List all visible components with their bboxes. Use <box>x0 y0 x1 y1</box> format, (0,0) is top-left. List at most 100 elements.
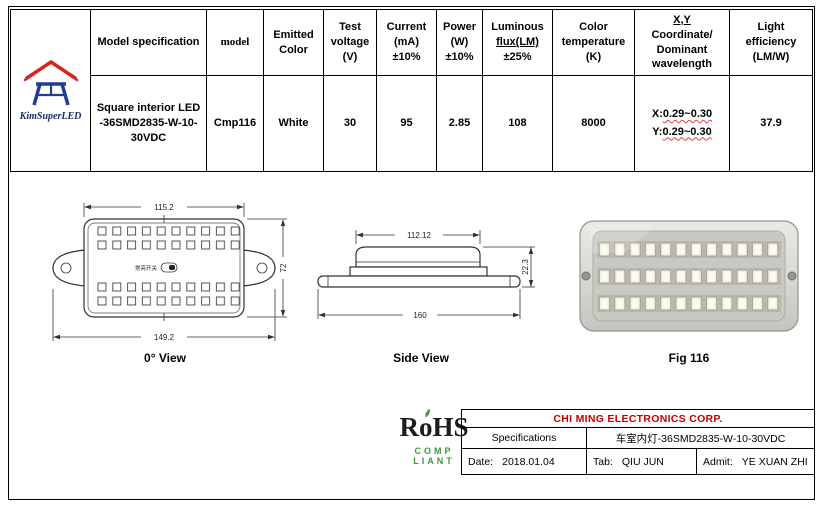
header-xy-line2: Coordinate/ <box>651 28 713 41</box>
header-current-label: Current (mA) ±10% <box>386 21 427 63</box>
brand-name: KimSuperLED <box>19 110 82 122</box>
company-row: CHI MING ELECTRONICS CORP. <box>461 409 815 428</box>
power-value: 2.85 <box>448 117 471 130</box>
luminous-flux-value: 108 <box>508 117 527 130</box>
product-name: 车室内灯-36SMD2835-W-10-30VDC <box>586 427 815 449</box>
header-luminous-line1: Luminous <box>491 21 544 34</box>
xy-x-value: 0.29~0.30 <box>662 107 713 120</box>
cell-model: Cmp116 <box>206 75 264 172</box>
header-luminous-flux: Luminous flux(LM) ±25% <box>482 9 553 76</box>
admit-cell: Admit: YE XUAN ZHI <box>696 448 815 475</box>
front-top-width-dimension: 115.2 <box>83 203 245 217</box>
header-xy-coordinate: X,Y Coordinate/ Dominant wavelength <box>634 9 730 76</box>
led-array <box>597 237 781 319</box>
datasheet-page: KimSuperLED Model specification model Em… <box>8 6 815 500</box>
xy-x-line: X:0.29~0.30 <box>651 107 713 120</box>
front-view-caption: 0° View <box>144 351 186 365</box>
cell-luminous-flux: 108 <box>482 75 553 172</box>
date-value: 2018.01.04 <box>502 455 555 468</box>
model-specification-value: Square interior LED -36SMD2835-W-10-30VD… <box>96 102 201 144</box>
tab-value: QIU JUN <box>621 455 664 468</box>
front-view-drawing: 常亮开关 115.2 149.2 <box>52 203 288 342</box>
switch-symbol: 常亮开关 <box>135 262 178 273</box>
header-luminous-line3: ±25% <box>503 50 532 63</box>
tab-label: Tab: <box>593 455 613 468</box>
header-light-efficiency: Light efficiency (LM/W) <box>729 9 813 76</box>
cell-xy-coordinate: X:0.29~0.30 Y:0.29~0.30 <box>634 75 730 172</box>
cell-color-temperature: 8000 <box>552 75 635 172</box>
front-bottom-width-dimension: 149.2 <box>52 289 276 342</box>
front-top-width-label: 115.2 <box>154 203 174 212</box>
side-bottom-width-dimension: 160 <box>317 289 521 320</box>
lamp-body-side <box>317 246 521 288</box>
admit-label: Admit: <box>703 455 733 468</box>
cell-test-voltage: 30 <box>323 75 377 172</box>
lamp-body-front <box>83 215 245 321</box>
header-xy-line1: X,Y <box>673 13 691 26</box>
header-color-temperature-label: Color temperature (K) <box>561 21 626 63</box>
header-power-label: Power (W) ±10% <box>442 21 476 63</box>
header-emitted-color-label: Emitted Color <box>273 28 314 56</box>
tab-cell: Tab: QIU JUN <box>586 448 697 475</box>
header-current: Current (mA) ±10% <box>376 9 437 76</box>
side-top-width-dimension: 112.12 <box>355 230 481 244</box>
header-test-voltage: Test voltage (V) <box>323 9 377 76</box>
photo-caption: Fig 116 <box>668 351 710 365</box>
header-model: model <box>206 9 264 76</box>
front-bottom-width-label: 149.2 <box>154 333 175 342</box>
header-luminous-line2: flux(LM) <box>496 36 539 49</box>
light-efficiency-value: 37.9 <box>760 117 782 130</box>
cell-power: 2.85 <box>436 75 483 172</box>
side-view-caption: Side View <box>393 351 449 365</box>
side-view-drawing: 112.12 160 22.3 <box>317 230 535 320</box>
led-pads-top <box>97 226 245 250</box>
side-top-width-label: 112.12 <box>407 231 431 240</box>
company-name: CHI MING ELECTRONICS CORP. <box>461 409 815 428</box>
rohs-compliant-label: COMP LIANT <box>413 445 455 466</box>
header-model-label: model <box>220 36 250 49</box>
header-test-voltage-label: Test voltage (V) <box>330 21 370 63</box>
leaf-icon <box>425 409 430 417</box>
title-block-table: CHI MING ELECTRONICS CORP. Specification… <box>461 409 815 475</box>
header-light-efficiency-label: Light efficiency (LM/W) <box>745 21 797 63</box>
cell-light-efficiency: 37.9 <box>729 75 813 172</box>
header-xy-line4: wavelength <box>652 58 712 71</box>
admit-value: YE XUAN ZHI <box>741 455 808 468</box>
header-power: Power (W) ±10% <box>436 9 483 76</box>
date-label: Date: <box>468 455 494 468</box>
date-cell: Date: 2018.01.04 <box>461 448 587 475</box>
spec-header-row: KimSuperLED Model specification model Em… <box>10 9 813 172</box>
front-height-dimension: 72 <box>247 218 288 318</box>
header-color-temperature: Color temperature (K) <box>552 9 635 76</box>
header-model-specification: Model specification <box>90 9 207 76</box>
header-xy-line3: Dominant <box>656 43 708 56</box>
cell-emitted-color: White <box>263 75 324 172</box>
header-emitted-color: Emitted Color <box>263 9 324 76</box>
screw-right <box>787 271 797 281</box>
test-voltage-value: 30 <box>343 117 357 130</box>
header-model-specification-label: Model specification <box>97 36 200 49</box>
spec-data-row: Square interior LED -36SMD2835-W-10-30VD… <box>11 75 813 172</box>
lamp-photo-body <box>579 220 799 332</box>
cell-model-specification: Square interior LED -36SMD2835-W-10-30VD… <box>90 75 207 172</box>
specifications-row: Specifications 车室内灯-36SMD2835-W-10-30VDC <box>461 427 815 449</box>
front-height-label: 72 <box>279 263 288 272</box>
xy-y-line: Y:0.29~0.30 <box>652 125 712 138</box>
side-height-label: 22.3 <box>521 259 530 275</box>
xy-y-value: 0.29~0.30 <box>662 125 712 138</box>
brand-logo-icon <box>23 59 78 106</box>
specifications-label: Specifications <box>461 427 587 449</box>
meta-row: Date: 2018.01.04 Tab: QIU JUN Admit: YE XUA… <box>461 448 815 475</box>
switch-label: 常亮开关 <box>135 264 158 272</box>
current-value: 95 <box>400 117 413 130</box>
side-height-dimension: 22.3 <box>483 246 535 288</box>
product-photo <box>579 220 799 332</box>
side-bottom-width-label: 160 <box>413 311 427 320</box>
model-value: Cmp116 <box>213 117 257 130</box>
mounting-ears <box>52 249 276 287</box>
logo-cell: KimSuperLED <box>10 9 91 172</box>
led-pads-bottom <box>97 282 245 306</box>
cell-current: 95 <box>376 75 437 172</box>
screw-left <box>581 271 591 281</box>
spec-table: KimSuperLED Model specification model Em… <box>10 9 813 172</box>
